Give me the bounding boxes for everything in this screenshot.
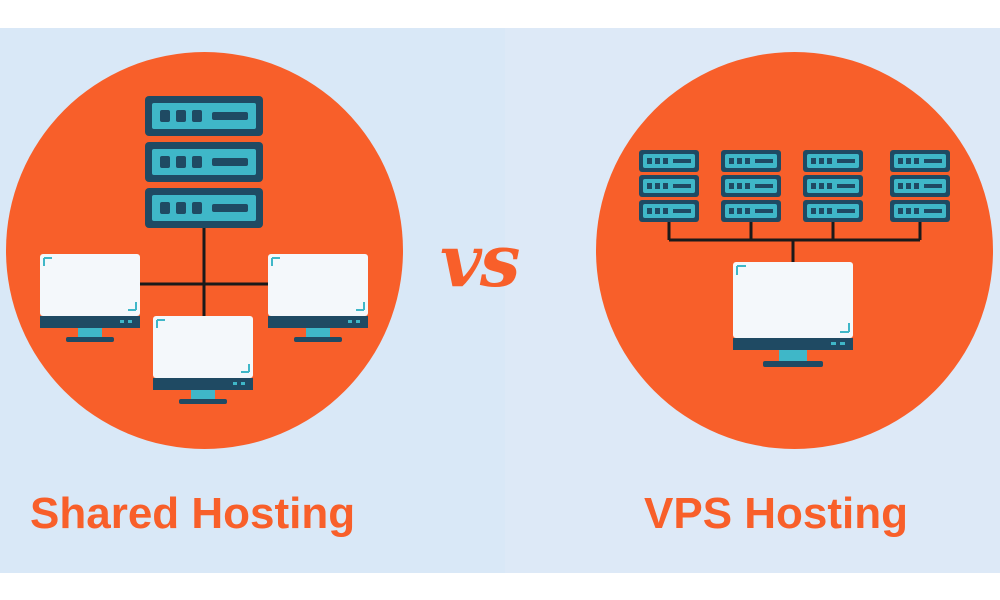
server-unit bbox=[145, 96, 263, 136]
shared-server-icon bbox=[145, 96, 263, 228]
vps-hosting-wires bbox=[667, 222, 922, 262]
client-monitor-icon bbox=[268, 254, 368, 342]
server-unit bbox=[145, 188, 263, 228]
vps-server-icon bbox=[890, 150, 950, 222]
client-monitor-icon bbox=[733, 262, 853, 367]
client-monitor-icon bbox=[40, 254, 140, 342]
shared-hosting-title: Shared Hosting bbox=[30, 489, 356, 538]
vps-server-icon bbox=[639, 150, 699, 222]
vps-server-icon bbox=[803, 150, 863, 222]
vs-label: vs bbox=[440, 218, 520, 303]
client-monitor-icon bbox=[153, 316, 253, 404]
vps-server-icon bbox=[721, 150, 781, 222]
server-unit bbox=[145, 142, 263, 182]
shared-hosting-wires bbox=[140, 228, 268, 318]
vps-hosting-title: VPS Hosting bbox=[644, 489, 909, 538]
